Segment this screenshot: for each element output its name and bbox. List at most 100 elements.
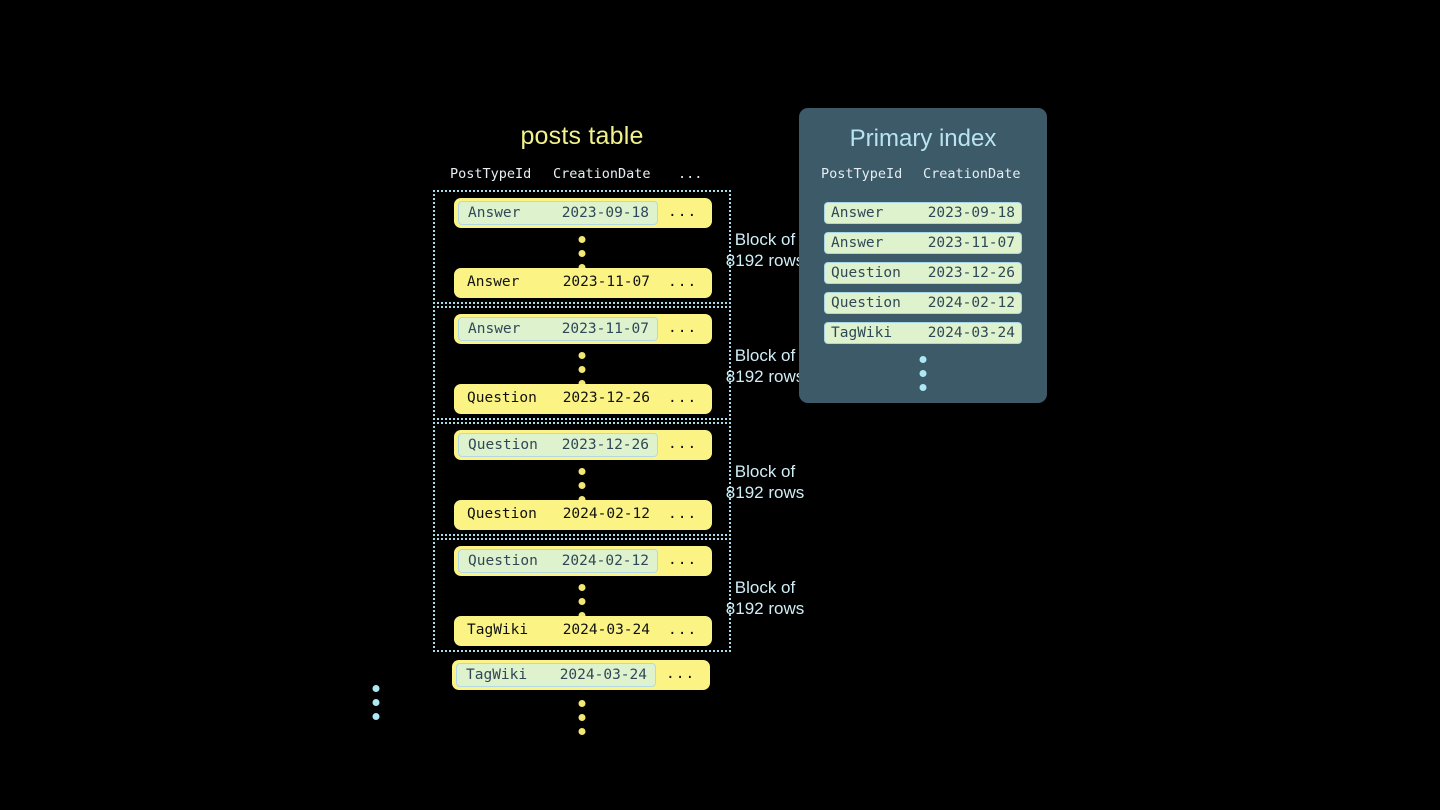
row-highlight-box: Answer 2023-11-07 bbox=[458, 317, 658, 341]
cell-creationdate: 2023-09-18 bbox=[927, 205, 1015, 221]
dot bbox=[578, 264, 586, 271]
dot bbox=[578, 598, 586, 605]
cell-creationdate: 2024-03-24 bbox=[559, 667, 647, 683]
row-highlight-box: Question 2023-12-26 bbox=[458, 433, 658, 457]
vertical-ellipsis-dots bbox=[578, 352, 586, 387]
vertical-ellipsis-dots bbox=[372, 685, 380, 720]
table-row: Question 2024-02-12 ... bbox=[454, 546, 712, 576]
dot bbox=[578, 496, 586, 503]
block-label-line-2: 8192 rows bbox=[725, 599, 805, 618]
column-header-ellipsis: ... bbox=[678, 166, 703, 182]
table-row: Answer 2023-11-07 ... bbox=[454, 314, 712, 344]
table-row: Question 2023-12-26 ... bbox=[454, 430, 712, 460]
posts-table-continuation-dots bbox=[433, 700, 731, 735]
cell-creationdate: 2024-02-12 bbox=[561, 553, 649, 569]
block-4: Question 2024-02-12 ... TagWiki 2024-03-… bbox=[433, 538, 804, 652]
cell-posttypeid: Question bbox=[831, 265, 901, 281]
cell-more: ... bbox=[668, 436, 698, 452]
table-row: Question 2024-02-12 ... bbox=[454, 500, 712, 530]
block-label: Block of 8192 rows bbox=[690, 461, 840, 503]
cell-posttypeid: TagWiki bbox=[467, 622, 529, 638]
dot bbox=[919, 356, 927, 363]
block-label-line-2: 8192 rows bbox=[725, 367, 805, 386]
cell-creationdate: 2023-11-07 bbox=[562, 274, 650, 290]
cell-posttypeid: Question bbox=[831, 295, 901, 311]
index-row: Question 2024-02-12 bbox=[824, 292, 1022, 314]
block-label-line-2: 8192 rows bbox=[725, 483, 805, 502]
dot bbox=[578, 728, 586, 735]
cell-posttypeid: Answer bbox=[468, 321, 521, 337]
cell-more: ... bbox=[668, 320, 698, 336]
dot bbox=[578, 250, 586, 257]
row-cells: Answer 2023-11-07 bbox=[458, 271, 658, 295]
dot bbox=[372, 685, 380, 692]
cell-more: ... bbox=[668, 622, 698, 638]
column-header-posttypeid: PostTypeId bbox=[450, 166, 532, 182]
cell-creationdate: 2023-12-26 bbox=[562, 390, 650, 406]
row-cells: Question 2023-12-26 bbox=[458, 387, 658, 411]
blocks-continuation-dots bbox=[352, 685, 400, 727]
dot bbox=[578, 700, 586, 707]
column-header-creationdate: CreationDate bbox=[553, 166, 651, 182]
block-2: Answer 2023-11-07 ... Question 2023-12-2… bbox=[433, 306, 804, 420]
column-header-creationdate: CreationDate bbox=[923, 166, 1021, 182]
dot bbox=[578, 612, 586, 619]
cell-more: ... bbox=[666, 666, 696, 682]
cell-posttypeid: Answer bbox=[468, 205, 521, 221]
block-label-line-1: Block of bbox=[734, 230, 796, 249]
cell-posttypeid: Answer bbox=[831, 205, 884, 221]
cell-posttypeid: Question bbox=[468, 437, 538, 453]
dot bbox=[578, 352, 586, 359]
index-row: Answer 2023-09-18 bbox=[824, 202, 1022, 224]
block-1: Answer 2023-09-18 ... Answer 2023-11-07 … bbox=[433, 190, 804, 304]
vertical-ellipsis-dots bbox=[578, 700, 586, 735]
dot bbox=[578, 236, 586, 243]
row-highlight-box: Question 2024-02-12 bbox=[458, 549, 658, 573]
dot bbox=[372, 699, 380, 706]
block-label: Block of 8192 rows bbox=[690, 229, 840, 271]
cell-posttypeid: Question bbox=[467, 506, 537, 522]
index-row: TagWiki 2024-03-24 bbox=[824, 322, 1022, 344]
column-header-posttypeid: PostTypeId bbox=[821, 166, 903, 182]
block-label: Block of 8192 rows bbox=[690, 345, 840, 387]
vertical-ellipsis-dots bbox=[578, 468, 586, 503]
vertical-ellipsis-dots bbox=[578, 236, 586, 271]
cell-more: ... bbox=[668, 390, 698, 406]
posts-table-title: posts table bbox=[520, 122, 644, 150]
dot bbox=[578, 468, 586, 475]
cell-creationdate: 2023-12-26 bbox=[561, 437, 649, 453]
posts-table-blocks: Answer 2023-09-18 ... Answer 2023-11-07 … bbox=[433, 190, 804, 654]
primary-index-title: Primary index bbox=[849, 125, 997, 152]
cell-more: ... bbox=[668, 506, 698, 522]
primary-index-panel: Primary index PostTypeId CreationDate An… bbox=[799, 108, 1047, 403]
dot bbox=[578, 714, 586, 721]
dot bbox=[578, 482, 586, 489]
row-cells: Question 2024-02-12 bbox=[458, 503, 658, 527]
cell-creationdate: 2024-03-24 bbox=[927, 325, 1015, 341]
primary-index-column-headers: PostTypeId CreationDate bbox=[799, 166, 1047, 186]
block-label-line-2: 8192 rows bbox=[725, 251, 805, 270]
cell-posttypeid: Answer bbox=[467, 274, 520, 290]
cell-more: ... bbox=[668, 204, 698, 220]
cell-posttypeid: Question bbox=[467, 390, 537, 406]
dot bbox=[578, 584, 586, 591]
cell-posttypeid: Answer bbox=[831, 235, 884, 251]
vertical-ellipsis-dots bbox=[578, 584, 586, 619]
primary-index-continuation-dots bbox=[824, 356, 1022, 396]
block-label-line-1: Block of bbox=[734, 346, 796, 365]
dot bbox=[578, 380, 586, 387]
dot bbox=[919, 384, 927, 391]
cell-posttypeid: TagWiki bbox=[466, 667, 528, 683]
index-row: Question 2023-12-26 bbox=[824, 262, 1022, 284]
cell-creationdate: 2023-09-18 bbox=[561, 205, 649, 221]
block-label-line-1: Block of bbox=[734, 462, 796, 481]
dot bbox=[919, 370, 927, 377]
trailing-row-container: TagWiki 2024-03-24 ... bbox=[433, 660, 731, 692]
table-row: Answer 2023-09-18 ... bbox=[454, 198, 712, 228]
primary-index-rows: Answer 2023-09-18 Answer 2023-11-07 Ques… bbox=[824, 202, 1022, 352]
block-label: Block of 8192 rows bbox=[690, 577, 840, 619]
cell-creationdate: 2023-11-07 bbox=[561, 321, 649, 337]
table-row: TagWiki 2024-03-24 ... bbox=[452, 660, 710, 690]
cell-creationdate: 2024-03-24 bbox=[562, 622, 650, 638]
